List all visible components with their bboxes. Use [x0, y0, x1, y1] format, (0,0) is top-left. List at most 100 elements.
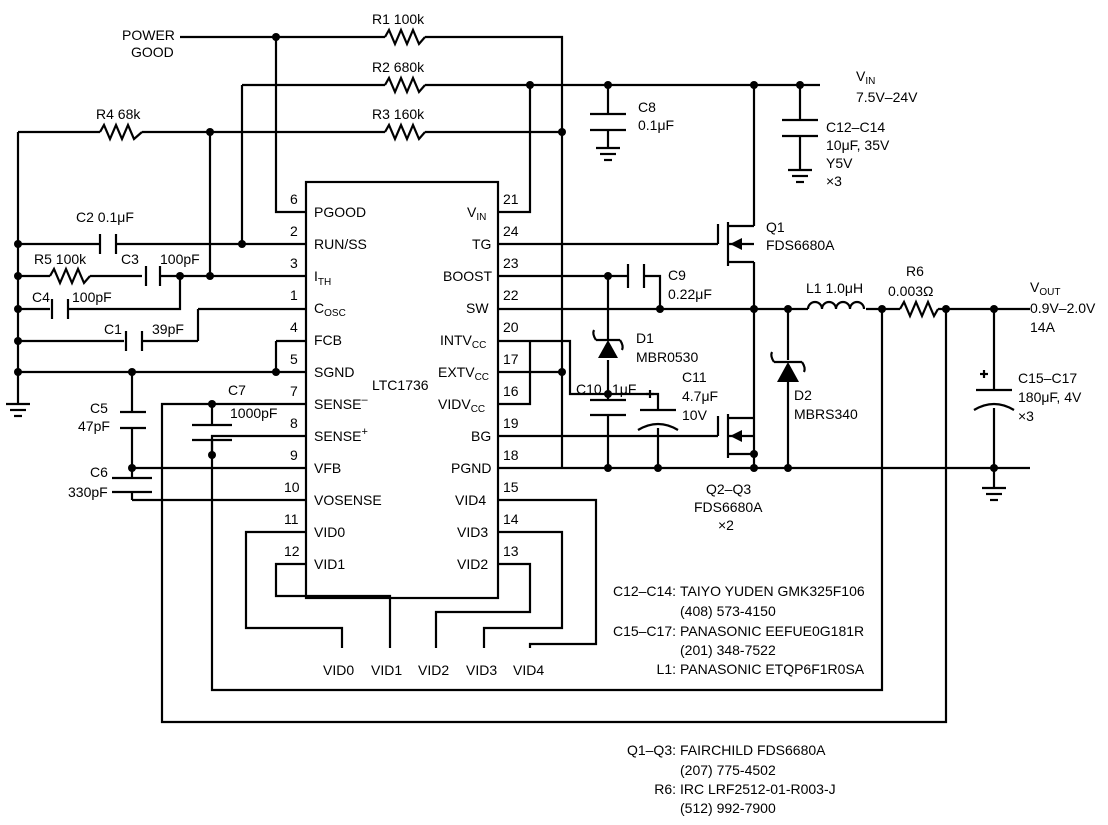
- junction-dots: [14, 33, 998, 472]
- vout-current: 14A: [1030, 319, 1056, 335]
- pin-pgnd-num: 18: [503, 447, 519, 463]
- c4-value: 100pF: [72, 289, 112, 305]
- c12-value: 10μF, 35V: [826, 137, 890, 153]
- vid4-label: VID4: [513, 662, 544, 678]
- inductor-l1-icon: [806, 300, 866, 310]
- pin-bg-num: 19: [503, 415, 519, 431]
- capacitor-c5: [120, 410, 146, 430]
- wires-top: [18, 35, 820, 468]
- c15-count: ×3: [1018, 408, 1034, 424]
- pin-pgood-label: PGOOD: [314, 204, 366, 220]
- ground-output-icon: [982, 486, 1006, 502]
- pin-senseplus-label: SENSE+: [314, 426, 368, 444]
- note-3-key: C15–C17:: [613, 623, 676, 639]
- pin-senseminus-num: 7: [290, 383, 298, 399]
- capacitor-c15-c17: [973, 370, 1015, 411]
- note-5-val: PANASONIC ETQP6F1R0SA: [680, 661, 865, 677]
- pin-sw-num: 22: [503, 287, 519, 303]
- l1-label: L1 1.0μH: [806, 280, 863, 296]
- c6-label: C6: [90, 464, 108, 480]
- c4-label: C4: [32, 289, 50, 305]
- r3-label: R3 160k: [372, 106, 425, 122]
- vid1-label: VID1: [371, 662, 402, 678]
- d2-part: MBRS340: [794, 406, 858, 422]
- pin-cosc-label: COSC: [314, 300, 346, 319]
- c9-value: 0.22μF: [668, 286, 712, 302]
- c8-label: C8: [638, 99, 656, 115]
- c3-value: 100pF: [160, 251, 200, 267]
- pin-pgnd-label: PGND: [451, 460, 491, 476]
- diode-d1-icon: [592, 329, 624, 358]
- pin-senseminus-label: SENSE–: [314, 394, 368, 412]
- pin-vidvcc-num: 16: [503, 383, 519, 399]
- pin-vfb-label: VFB: [314, 460, 341, 476]
- c5-value: 47pF: [78, 418, 110, 434]
- q23-count: ×2: [718, 517, 734, 533]
- r6-label: R6: [906, 263, 924, 279]
- pin-vid4-label: VID4: [455, 492, 486, 508]
- c11-value: 4.7μF: [682, 388, 718, 404]
- pin-vidvcc-label: VIDVCC: [438, 396, 485, 415]
- ic-right-pins: 21 VIN 24 TG 23 BOOST 22 SW 20 INTVCC 17…: [438, 191, 519, 572]
- vid0-label: VID0: [323, 662, 354, 678]
- c2-label: C2 0.1μF: [76, 209, 134, 225]
- power-good-label-1: POWER: [122, 27, 175, 43]
- c8-value: 0.1μF: [638, 117, 674, 133]
- pin-intvcc-num: 20: [503, 319, 519, 335]
- pin-fcb-num: 4: [290, 319, 298, 335]
- vout-label: VOUT 0.9V–2.0V 14A: [1030, 279, 1096, 335]
- c10-value: 1μF: [612, 381, 636, 397]
- d1-part: MBR0530: [636, 349, 698, 365]
- pin-tg-label: TG: [472, 236, 491, 252]
- ic-left-pins: 6 PGOOD 2 RUN/SS 3 ITH 1 COSC 4 FCB 5 SG…: [284, 191, 382, 572]
- d2-label: D2: [794, 387, 812, 403]
- c12-label: C12–C14: [826, 119, 885, 135]
- pin-tg-num: 24: [503, 223, 519, 239]
- note-3-val: PANASONIC EEFUE0G181R: [680, 623, 864, 639]
- q23-part: FDS6680A: [694, 499, 763, 515]
- vout-text: VOUT: [1030, 279, 1060, 298]
- r5-label: R5 100k: [34, 251, 87, 267]
- resistor-r6: [899, 299, 939, 319]
- pin-vid3-label: VID3: [457, 524, 488, 540]
- q1-part: FDS6680A: [766, 237, 835, 253]
- pin-vid2-label: VID2: [457, 556, 488, 572]
- resistor-r5: [49, 266, 91, 286]
- vin-label: VIN 7.5V–24V: [856, 68, 918, 105]
- c9-label: C9: [668, 267, 686, 283]
- r1-label: R1 100k: [372, 11, 425, 27]
- pin-vid1-num: 12: [284, 543, 300, 559]
- pin-ith-num: 3: [290, 255, 298, 271]
- c11-voltage: 10V: [682, 407, 708, 423]
- pin-sgnd-label: SGND: [314, 364, 354, 380]
- pin-vin-num: 21: [503, 191, 519, 207]
- pin-runss-label: RUN/SS: [314, 236, 367, 252]
- vout-range: 0.9V–2.0V: [1030, 300, 1096, 316]
- ground-c8-icon: [596, 146, 620, 162]
- pin-vid3-num: 14: [503, 511, 519, 527]
- resistor-r1: R1 100k: [372, 11, 426, 47]
- q1-label: Q1: [766, 219, 785, 235]
- notes-block-2: Q1–Q3: FAIRCHILD FDS6680A (207) 775-4502…: [627, 742, 836, 816]
- c12-count: ×3: [826, 173, 842, 189]
- resistor-r4: R4 68k: [96, 106, 143, 142]
- pin-vosense-label: VOSENSE: [314, 492, 382, 508]
- pin-vid0-num: 11: [284, 511, 299, 527]
- note2-2-val: (207) 775-4502: [680, 762, 776, 778]
- vin-text: VIN: [856, 68, 875, 87]
- note-2-val: (408) 573-4150: [680, 603, 776, 619]
- capacitor-c9: [626, 264, 646, 288]
- resistor-r2: R2 680k: [372, 59, 426, 95]
- wires-vid: [244, 498, 598, 648]
- pin-vid2-num: 13: [503, 543, 519, 559]
- pin-sgnd-num: 5: [290, 351, 298, 367]
- pin-senseplus-num: 8: [290, 415, 298, 431]
- note2-1-key: Q1–Q3:: [627, 742, 676, 758]
- capacitor-c1: [124, 331, 144, 351]
- diode-d2-icon: [770, 351, 806, 382]
- c15-value: 180μF, 4V: [1018, 389, 1082, 405]
- mosfet-q1-icon: [716, 222, 754, 266]
- c5-label: C5: [90, 400, 108, 416]
- resistor-r3: R3 160k: [372, 106, 426, 142]
